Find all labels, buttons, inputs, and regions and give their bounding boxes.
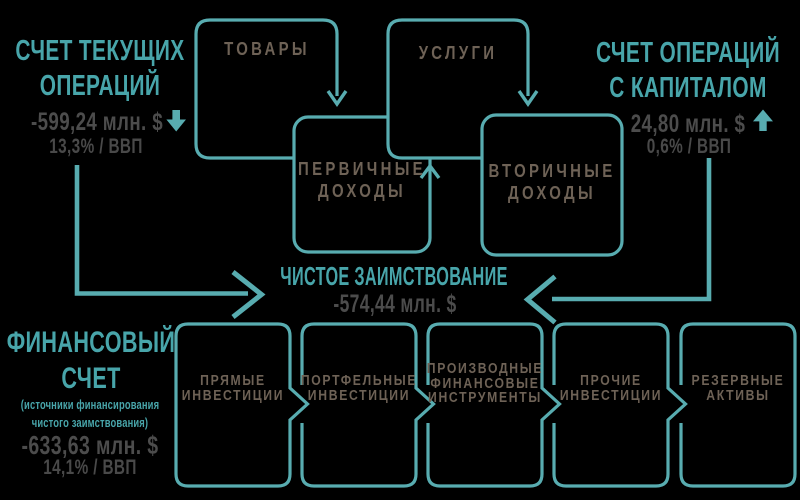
- direct-investment-box: [174, 322, 310, 488]
- other-investment-box: [552, 322, 688, 488]
- services-to-secondary-arrow-icon: [517, 90, 539, 107]
- current-account-value: -599,24 млн. $: [30, 108, 163, 136]
- current-account-title: СЧЕТ ТЕКУЩИХ ОПЕРАЦИЙ: [15, 35, 185, 102]
- portfolio-investment-box: [300, 322, 436, 488]
- services-box-label: УСЛУГИ: [418, 43, 498, 63]
- capital-account-value: 24,80 млн. $: [630, 109, 746, 138]
- derivatives-label: ПРОИЗВОДНЫЕ ФИНАНСОВЫЕ ИНСТРУМЕНТЫ: [426, 361, 544, 406]
- primary-up-arrow-icon: [419, 163, 441, 180]
- capital-account-trend-up-icon: [753, 109, 773, 131]
- financial-account-title: ФИНАНСОВЫЙ СЧЕТ: [6, 326, 176, 395]
- capital-account-share: 0,6% / ВВП: [646, 135, 731, 158]
- current-account-trend-down-icon: [166, 110, 186, 132]
- capital-account-title: СЧЕТ ОПЕРАЦИЙ С КАПИТАЛОМ: [595, 37, 781, 104]
- reserve-assets-box: [679, 322, 797, 488]
- current-account-connector: [74, 165, 248, 296]
- right-arrowhead-icon: [523, 274, 557, 325]
- net-borrowing-value: -574,44 млн. $: [333, 289, 457, 318]
- direct-investment-label: ПРЯМЫЕ ИНВЕСТИЦИИ: [181, 373, 285, 404]
- other-investment-label: ПРОЧИЕ ИНВЕСТИЦИИ: [559, 373, 663, 404]
- financial-account-value: -633,63 млн. $: [21, 429, 159, 460]
- portfolio-investment-label: ПОРТФЕЛЬНЫЕ ИНВЕСТИЦИИ: [300, 373, 418, 404]
- left-arrowhead-icon: [231, 270, 266, 319]
- capital-account-connector: [552, 158, 712, 302]
- secondary-income-box: [480, 113, 624, 257]
- financial-account-share: 14,1% / ВВП: [42, 456, 137, 479]
- current-account-share: 13,3% / ВВП: [49, 134, 143, 158]
- goods-to-primary-arrow-icon: [326, 90, 348, 107]
- net-borrowing-label: ЧИСТОЕ ЗАИМСТВОВАНИЕ: [280, 261, 508, 291]
- primary-income-box-label: ПЕРВИЧНЫЕ ДОХОДЫ: [298, 159, 426, 201]
- financial-account-subtitle: (источники финансирования чистого заимст…: [20, 398, 160, 430]
- secondary-income-box-label: ВТОРИЧНЫЕ ДОХОДЫ: [488, 161, 616, 203]
- goods-box-label: ТОВАРЫ: [224, 39, 310, 59]
- derivatives-box: [426, 322, 562, 488]
- reserve-assets-label: РЕЗЕРВНЫЕ АКТИВЫ: [691, 373, 785, 404]
